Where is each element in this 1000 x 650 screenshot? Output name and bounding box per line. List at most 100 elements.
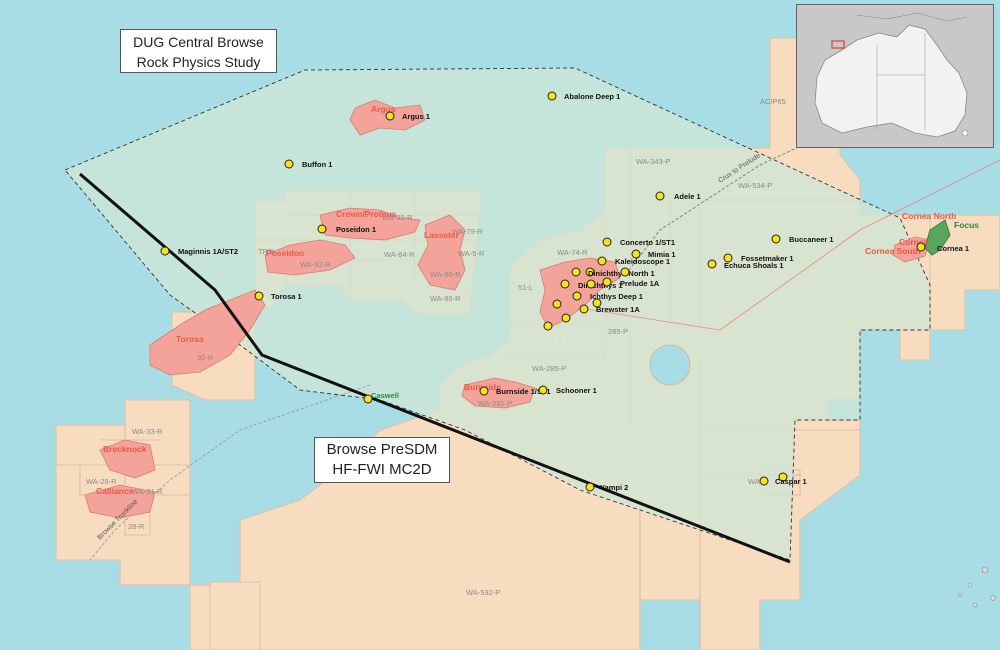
svg-text:Buffon 1: Buffon 1 bbox=[302, 160, 332, 169]
svg-text:Burnside 1/ST1: Burnside 1/ST1 bbox=[496, 387, 551, 396]
well-buccaneer-1[interactable]: Buccaneer 1 bbox=[771, 234, 834, 244]
well-fossetmaker-1[interactable]: Fossetmaker 1 bbox=[723, 253, 794, 263]
study-title-line1: DUG Central Browse bbox=[133, 34, 264, 50]
svg-text:Ichthys Deep 1: Ichthys Deep 1 bbox=[590, 292, 643, 301]
permit-label: WA-79-R bbox=[452, 227, 483, 236]
svg-text:Brewster 1A: Brewster 1A bbox=[596, 305, 640, 314]
field-label: Cornea bbox=[899, 237, 929, 247]
field-label: Poseidon bbox=[266, 248, 304, 258]
svg-text:Yampi 2: Yampi 2 bbox=[600, 483, 628, 492]
gas-line bbox=[559, 159, 1000, 331]
locator-inset-map bbox=[796, 4, 994, 148]
well-abalone-deep-1[interactable]: Abalone Deep 1 bbox=[547, 91, 620, 101]
study-title-box: DUG Central Browse Rock Physics Study bbox=[120, 29, 277, 73]
field-label: Lasseter bbox=[424, 230, 460, 240]
svg-text:Adele 1: Adele 1 bbox=[674, 192, 701, 201]
well-buffon-1[interactable]: Buffon 1 bbox=[284, 159, 332, 169]
field-label: Torosa bbox=[176, 334, 204, 344]
svg-text:Poseidon 1: Poseidon 1 bbox=[336, 225, 376, 234]
svg-text:Dinichthys 1: Dinichthys 1 bbox=[578, 281, 623, 290]
permit-label: WA-532-P bbox=[466, 588, 500, 597]
permit-label: 51-L bbox=[518, 283, 533, 292]
inset-svg bbox=[797, 5, 993, 147]
well-schooner-1[interactable]: Schooner 1 bbox=[538, 385, 597, 395]
pipeline-browse-trunkline bbox=[89, 384, 371, 561]
study-area-outline bbox=[64, 67, 931, 561]
permit-label: WA-35-R bbox=[382, 213, 413, 222]
svg-text:Kaleidoscope 1: Kaleidoscope 1 bbox=[615, 257, 670, 266]
well-burnside[interactable]: Burnside 1/ST1 bbox=[479, 386, 551, 396]
svg-text:Argus 1: Argus 1 bbox=[402, 112, 430, 121]
permit-label: 28-R bbox=[128, 522, 145, 531]
svg-text:Caswell: Caswell bbox=[371, 391, 399, 400]
svg-text:Cornea 1: Cornea 1 bbox=[937, 244, 969, 253]
permit-label: WA-28-R bbox=[86, 477, 117, 486]
seismic-line bbox=[79, 172, 791, 564]
well-concerto[interactable]: Concerto 1/ST1 bbox=[602, 237, 675, 247]
svg-text:Maginnis 1A/ST2: Maginnis 1A/ST2 bbox=[178, 247, 238, 256]
well-echuca-shoals-1[interactable]: Echuca Shoals 1 bbox=[707, 259, 784, 270]
svg-text:Caspar 1: Caspar 1 bbox=[775, 477, 807, 486]
well-ichthys-deep-1[interactable]: Ichthys Deep 1 bbox=[572, 291, 643, 301]
well-maginnis[interactable]: Maginnis 1A/ST2 bbox=[160, 246, 238, 256]
permit-label: WA-74-R bbox=[557, 248, 588, 257]
permit-label: WA-343-P bbox=[636, 157, 670, 166]
svg-text:Mimia 1: Mimia 1 bbox=[648, 250, 676, 259]
permit-label: AC/P65 bbox=[760, 97, 786, 106]
permit-label: WA-84-R bbox=[384, 250, 415, 259]
permit-label: WA-33-R bbox=[132, 427, 163, 436]
permit-label: WA-86-R bbox=[430, 294, 461, 303]
well-kaleidoscope-1[interactable]: Kaleidoscope 1 bbox=[597, 256, 670, 266]
study-title-line2: Rock Physics Study bbox=[136, 54, 261, 70]
svg-text:Prelude 1A: Prelude 1A bbox=[620, 279, 660, 288]
pipeline-label: Browse Trunkline bbox=[96, 498, 139, 541]
well-caswell[interactable]: Caswell bbox=[363, 391, 399, 404]
permit-label: WA-5-R bbox=[458, 249, 485, 258]
field-label: Cornea North bbox=[902, 211, 956, 221]
field-label: Focus bbox=[954, 220, 979, 230]
well-dinichthys-1[interactable]: Dinichthys 1 bbox=[560, 279, 623, 290]
well-caspar-1[interactable]: Caspar 1 bbox=[759, 472, 807, 486]
field-polygons bbox=[84, 99, 931, 519]
field-label: Brecknock bbox=[103, 444, 147, 454]
field-label: Cornea South bbox=[865, 246, 921, 256]
permit-label: WA-31-R bbox=[132, 487, 163, 496]
well-yampi-2[interactable]: Yampi 2 bbox=[585, 482, 628, 492]
survey-title-line1: Browse PreSDM bbox=[326, 441, 438, 458]
svg-text:Buccaneer 1: Buccaneer 1 bbox=[789, 235, 834, 244]
well-mimia-1[interactable]: Mimia 1 bbox=[631, 249, 676, 259]
permit-label: 285-P bbox=[608, 327, 628, 336]
field-label: Argus bbox=[371, 104, 396, 114]
well-brewster-1a[interactable]: Brewster 1A bbox=[579, 304, 640, 314]
svg-text:Echuca Shoals 1: Echuca Shoals 1 bbox=[724, 261, 784, 270]
field-label: Calliance bbox=[96, 486, 134, 496]
permit-label: WA-285-P bbox=[532, 364, 566, 373]
well-poseidon-1[interactable]: Poseidon 1 bbox=[317, 224, 376, 234]
permit-label: WA-92-R bbox=[300, 260, 331, 269]
well-dinichthys-north-1[interactable]: Dinichthys North 1 bbox=[585, 267, 655, 278]
well-cornea-1[interactable]: Cornea 1 bbox=[916, 242, 969, 253]
field-label: Crown/Proteus bbox=[336, 209, 397, 219]
survey-title-line2: HF-FWI MC2D bbox=[332, 461, 432, 478]
well-cluster[interactable] bbox=[543, 267, 630, 331]
permit-label: 30-R bbox=[197, 353, 214, 362]
svg-text:Fossetmaker 1: Fossetmaker 1 bbox=[741, 254, 794, 263]
study-circle bbox=[649, 344, 691, 386]
permit-label: WA-534-P bbox=[738, 181, 772, 190]
svg-text:Schooner 1: Schooner 1 bbox=[556, 386, 597, 395]
well-adele-1[interactable]: Adele 1 bbox=[655, 191, 701, 201]
inset-locator-box bbox=[831, 40, 845, 49]
permit-label: WA-4 bbox=[748, 477, 766, 486]
well-argus-1[interactable]: Argus 1 bbox=[385, 111, 430, 121]
well-prelude-1a[interactable]: Prelude 1A bbox=[602, 277, 660, 288]
islands bbox=[958, 566, 996, 608]
well-torosa-1[interactable]: Torosa 1 bbox=[254, 291, 302, 301]
permit-label: TR/8 bbox=[258, 247, 274, 256]
permit-label: WA-80-R bbox=[430, 270, 461, 279]
svg-text:Torosa 1: Torosa 1 bbox=[271, 292, 302, 301]
pipeline-label: Crux to Prelude bbox=[717, 152, 762, 184]
australia-outline bbox=[814, 24, 968, 138]
